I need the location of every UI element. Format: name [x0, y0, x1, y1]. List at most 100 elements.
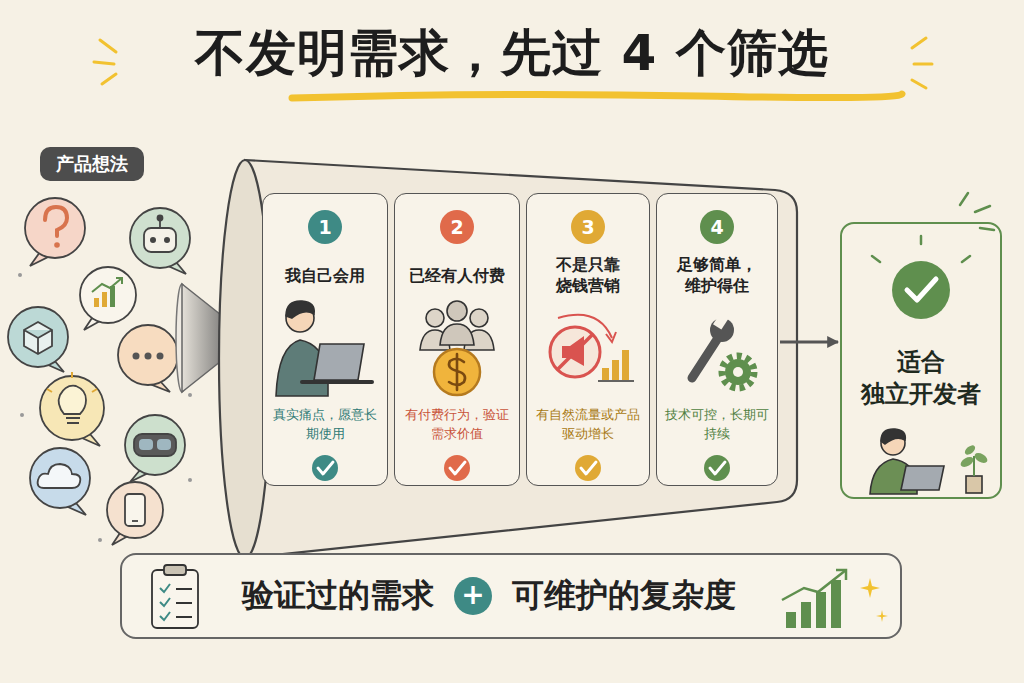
robot-bubble [130, 208, 190, 268]
phone-bubble [107, 482, 163, 538]
goal-icons [901, 466, 944, 490]
num-text: 2 [440, 210, 474, 244]
goal-icons [872, 236, 970, 262]
scatter-dots [20, 413, 24, 417]
box-fill [527, 194, 649, 485]
no-paid-marketing-icon [606, 332, 616, 342]
funnel [219, 160, 797, 558]
plus-text: + [454, 577, 492, 615]
paying-people-icon [434, 349, 480, 395]
box-fill [841, 223, 1001, 498]
card-checkmarks [318, 462, 725, 474]
lightbulb-bubble [40, 376, 104, 440]
title-decoration [94, 40, 116, 84]
goal-icons [959, 455, 975, 469]
paying-people-icon [447, 301, 467, 321]
diagram-title: 不发明需求，先过 4 个筛选 [195, 24, 829, 82]
band-icons [831, 580, 841, 628]
dots-bubble [118, 325, 178, 385]
goal-icons [973, 451, 989, 465]
goal-box: 适合 独立开发者 [840, 222, 1002, 499]
vr-goggles-bubble [134, 434, 176, 456]
body-text: 有自然流量或产品驱动增长 [533, 406, 643, 444]
goal-icons [870, 193, 994, 494]
chart-bubble [92, 278, 122, 292]
no-paid-marketing-icon [550, 315, 634, 381]
cube-bubble [8, 307, 68, 367]
wrench-gear-icon [733, 367, 743, 377]
band-icons [782, 570, 846, 600]
scatter-dots [18, 273, 22, 277]
band-box: 验证过的需求+可维护的复杂度 [120, 553, 902, 639]
cloud-bubble [30, 448, 90, 515]
card-checkmarks [312, 455, 730, 481]
lightbulb-bubble [66, 418, 80, 423]
vr-goggles-bubble [125, 415, 185, 482]
phone-bubble [132, 520, 138, 522]
wrench-gear-icon [692, 338, 718, 378]
scatter-dots [188, 478, 192, 482]
robot-bubble [130, 208, 190, 274]
no-paid-marketing-icon [598, 380, 634, 382]
paying-people-icon [470, 309, 488, 327]
wrench-gear-icon [713, 312, 729, 329]
goal-icons [892, 261, 950, 319]
goal-icons [881, 429, 905, 444]
body-text: 有付费行为，验证需求价值 [401, 406, 513, 444]
goal-icons [973, 456, 975, 476]
chart-bubble [110, 286, 115, 307]
box-fill [657, 194, 777, 485]
dots-bubble [157, 353, 164, 360]
no-paid-marketing-icon [550, 327, 600, 377]
pill-box: 产品想法 [40, 147, 144, 181]
chart-bubble [80, 267, 136, 330]
card-box: 4足够简单，维护得住技术可控，长期可持续 [656, 193, 778, 486]
person-laptop-icon [286, 301, 314, 318]
title-decoration [292, 94, 902, 98]
person-laptop-icon [276, 301, 372, 396]
wrench-gear-icon [725, 359, 751, 385]
card-box: 3不是只靠烧钱营销有自然流量或产品驱动增长 [526, 193, 650, 486]
phone-bubble [125, 494, 145, 526]
chart-bubble [80, 267, 136, 323]
card-checkmarks [575, 455, 601, 481]
cube-bubble [8, 307, 68, 372]
paying-people-icon [449, 354, 465, 390]
question-bubble [54, 242, 60, 248]
body-text: 真实痛点，愿意长期使用 [269, 406, 381, 444]
robot-bubble [164, 237, 170, 243]
question-bubble [45, 207, 67, 236]
wrench-gear-icon [692, 312, 754, 388]
big-text: 可维护的复杂度 [512, 574, 736, 618]
person-laptop-icon [302, 380, 372, 384]
dots-bubble [118, 325, 178, 392]
no-paid-marketing-icon [622, 350, 629, 380]
band-icons [152, 570, 198, 628]
head-text: 足够简单，维护得住 [675, 254, 760, 298]
wrench-gear-icon [722, 356, 754, 388]
no-paid-marketing-icon [558, 315, 612, 338]
band-icons [152, 565, 888, 628]
card-icons [276, 301, 754, 481]
box-fill [263, 194, 387, 485]
band-icons [801, 602, 811, 628]
cube-bubble [24, 322, 52, 354]
chart-bubble [94, 298, 99, 307]
robot-bubble [144, 228, 176, 252]
paying-people-icon [420, 301, 494, 395]
no-paid-marketing-icon [612, 360, 619, 380]
robot-bubble [158, 216, 163, 221]
no-paid-marketing-icon [602, 368, 609, 380]
paying-people-icon [440, 324, 474, 345]
funnel [245, 160, 797, 558]
cloud-bubble [30, 448, 90, 508]
question-bubble [25, 198, 85, 258]
num-text: 1 [308, 210, 342, 244]
card-checkmarks [704, 455, 730, 481]
band-icons [816, 592, 826, 628]
goal-icons [963, 443, 977, 456]
flow-arrow [780, 341, 838, 344]
goal-icons [960, 193, 994, 230]
